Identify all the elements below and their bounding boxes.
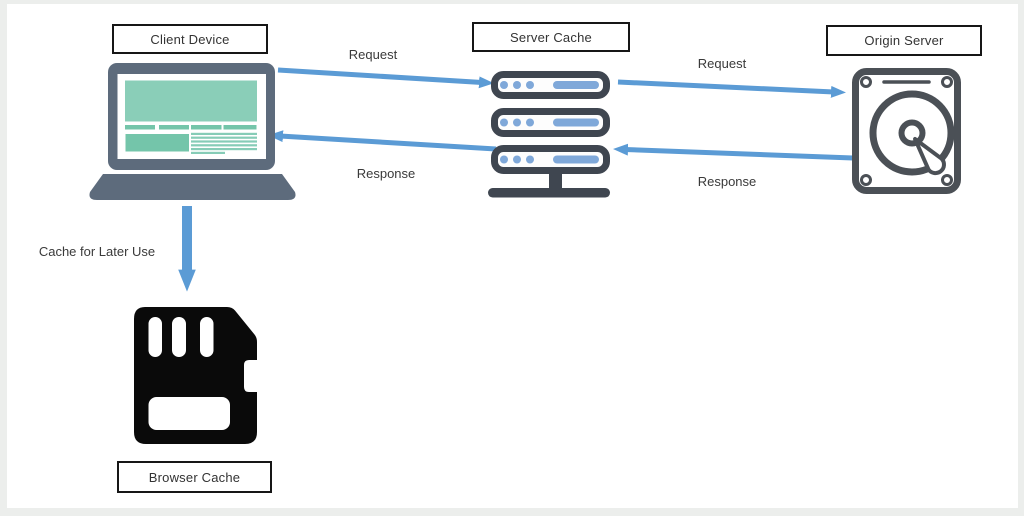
laptop-base bbox=[89, 174, 296, 200]
node-label-browser-cache: Browser Cache bbox=[117, 461, 272, 493]
arrows-layer bbox=[178, 67, 854, 292]
browser-cache-label: Browser Cache bbox=[148, 469, 241, 485]
hard-drive-actuator-arm bbox=[913, 137, 946, 176]
sd-card-icon bbox=[134, 307, 257, 444]
edge-label-request-cache-to-origin: Request bbox=[697, 56, 747, 71]
server-stack-icon bbox=[488, 71, 610, 198]
arrow-request-cache-to-origin bbox=[617, 79, 846, 98]
diagram-canvas: Client Device Server Cache Origin Server… bbox=[7, 4, 1018, 508]
server-stand-base bbox=[488, 188, 610, 198]
server-unit-2 bbox=[491, 108, 610, 137]
server-unit-3 bbox=[491, 145, 610, 174]
node-label-server-cache: Server Cache bbox=[472, 22, 630, 52]
sd-card-contacts bbox=[148, 317, 214, 357]
origin-server-label: Origin Server bbox=[864, 33, 944, 48]
laptop-icon bbox=[89, 63, 296, 200]
server-stand-stem bbox=[549, 172, 562, 190]
arrow-response-cache-to-client bbox=[268, 130, 497, 152]
edge-label-response-origin-to-cache: Response bbox=[697, 174, 757, 189]
server-cache-label: Server Cache bbox=[510, 29, 592, 45]
edge-label-response-cache-to-client: Response bbox=[356, 166, 416, 181]
laptop-screen-content bbox=[125, 80, 257, 154]
client-device-label: Client Device bbox=[150, 31, 230, 47]
sd-card-label-area bbox=[148, 397, 230, 430]
arrow-request-client-to-cache bbox=[277, 67, 494, 89]
edge-label-request-client-to-cache: Request bbox=[348, 47, 398, 62]
node-label-client-device: Client Device bbox=[112, 24, 268, 54]
hard-drive-icon bbox=[852, 68, 961, 194]
edge-label-cache-for-later-use: Cache for Later Use bbox=[38, 244, 156, 259]
arrow-response-origin-to-cache bbox=[613, 143, 854, 161]
node-label-origin-server: Origin Server bbox=[826, 25, 982, 56]
server-unit-1 bbox=[491, 71, 610, 99]
hard-drive-screws bbox=[860, 76, 953, 186]
